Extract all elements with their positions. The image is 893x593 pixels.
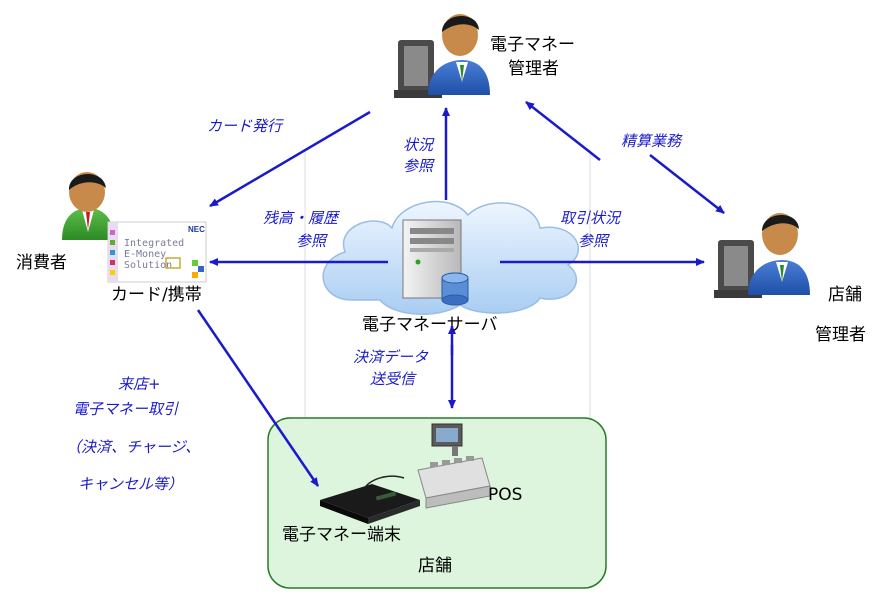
trans-ref-label-2: 参照 (578, 232, 610, 250)
terminal-icon (320, 475, 420, 524)
pos-icon (417, 423, 491, 509)
server-icon (402, 219, 469, 306)
arrow-visit (196, 309, 320, 487)
visit-label-1: 来店+ (118, 375, 161, 393)
card-label: カード/携帯 (111, 285, 202, 305)
payment-data-label-2: 送受信 (370, 370, 417, 388)
card-issue-label: カード発行 (207, 117, 284, 135)
visit-label-4: キャンセル等） (78, 475, 183, 493)
pos-label: POS (488, 485, 522, 505)
store-admin-label-1: 店舗 (828, 285, 862, 305)
store-admin-label-2: 管理者 (815, 325, 866, 345)
card-line1: Integrated (124, 238, 184, 249)
server-label: 電子マネーサーバ (362, 315, 498, 335)
trans-ref-label-1: 取引状況 (560, 209, 622, 227)
terminal-label: 電子マネー端末 (282, 525, 401, 545)
store-label: 店舗 (418, 556, 452, 576)
visit-label-2: 電子マネー取引 (73, 400, 179, 418)
status-ref-label-2: 参照 (403, 157, 435, 175)
card-brand: NEC (188, 225, 205, 234)
payment-data-label-1: 決済データ (353, 348, 429, 366)
store-admin-icon (714, 213, 810, 298)
arrow-settlement-a (649, 154, 725, 214)
guide-lines (304, 150, 591, 440)
emoney-admin-label-1: 電子マネー (490, 35, 575, 55)
arrow-card-issue (209, 110, 371, 208)
balance-ref-label-1: 残高・履歴 (263, 209, 341, 227)
consumer-label: 消費者 (16, 253, 67, 273)
card-line3: Solution (124, 260, 172, 271)
visit-label-3: （決済、チャージ、 (66, 438, 200, 456)
arrows (196, 101, 725, 487)
emoney-admin-label-2: 管理者 (508, 59, 559, 79)
settlement-label: 精算業務 (621, 132, 683, 150)
card-icon: NEC Integrated E-Money Solution (107, 221, 207, 283)
card-line2: E-Money (124, 249, 166, 260)
consumer-icon (62, 172, 114, 240)
emoney-admin-icon (394, 14, 490, 98)
status-ref-label-1: 状況 (403, 136, 435, 154)
arrow-settlement-b (525, 101, 601, 161)
balance-ref-label-2: 参照 (296, 232, 328, 250)
